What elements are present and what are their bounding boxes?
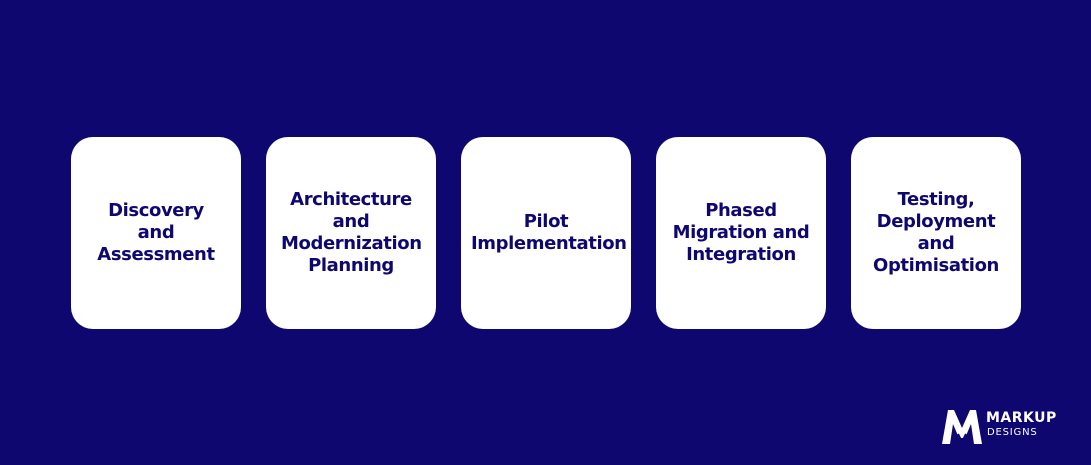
step-card-migration: Phased Migration and Integration xyxy=(656,137,826,329)
logo-name: MARKUP xyxy=(986,410,1057,426)
step-label: Phased Migration and Integration xyxy=(672,200,810,265)
step-card-pilot: Pilot Implementation xyxy=(461,137,631,329)
step-label: Discovery and Assessment xyxy=(97,200,215,265)
step-label: Pilot Implementation xyxy=(471,211,627,254)
step-card-testing: Testing, Deployment and Optimisation xyxy=(851,137,1021,329)
logo-tagline: DESIGNS xyxy=(987,427,1038,438)
step-card-discovery: Discovery and Assessment xyxy=(71,137,241,329)
brand-logo: MARKUP DESIGNS xyxy=(940,406,1070,446)
step-label: Testing, Deployment and Optimisation xyxy=(873,189,999,276)
m-logo-icon xyxy=(942,410,982,445)
step-card-architecture: Architecture and Modernization Planning xyxy=(266,137,436,329)
step-label: Architecture and Modernization Planning xyxy=(281,189,422,276)
